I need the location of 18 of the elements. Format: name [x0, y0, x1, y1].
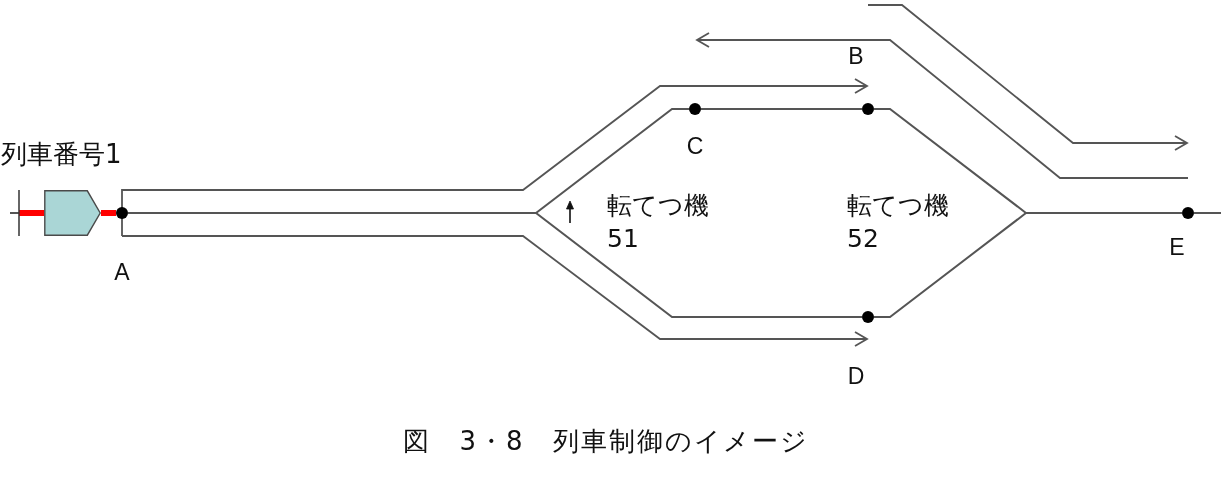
switch-label: 転てつ機52	[847, 190, 950, 255]
point-dot	[862, 311, 874, 323]
point-dot	[862, 103, 874, 115]
point-label: C	[686, 134, 704, 158]
point-dot	[689, 103, 701, 115]
track-line	[700, 108, 863, 110]
point-label: E	[1169, 235, 1185, 259]
track-line	[873, 212, 1183, 318]
train-number: 列車番号1	[1, 139, 122, 169]
occupied-track	[101, 210, 116, 216]
point-label: D	[847, 364, 865, 388]
point-dot	[116, 207, 128, 219]
point-label: B	[848, 44, 864, 68]
point-label: A	[114, 260, 130, 284]
point-dot	[1182, 207, 1194, 219]
train-shape	[44, 190, 101, 236]
caption: 図 3・8 列車制御のイメージ	[403, 425, 809, 458]
switch-label: 転てつ機51	[607, 190, 710, 255]
